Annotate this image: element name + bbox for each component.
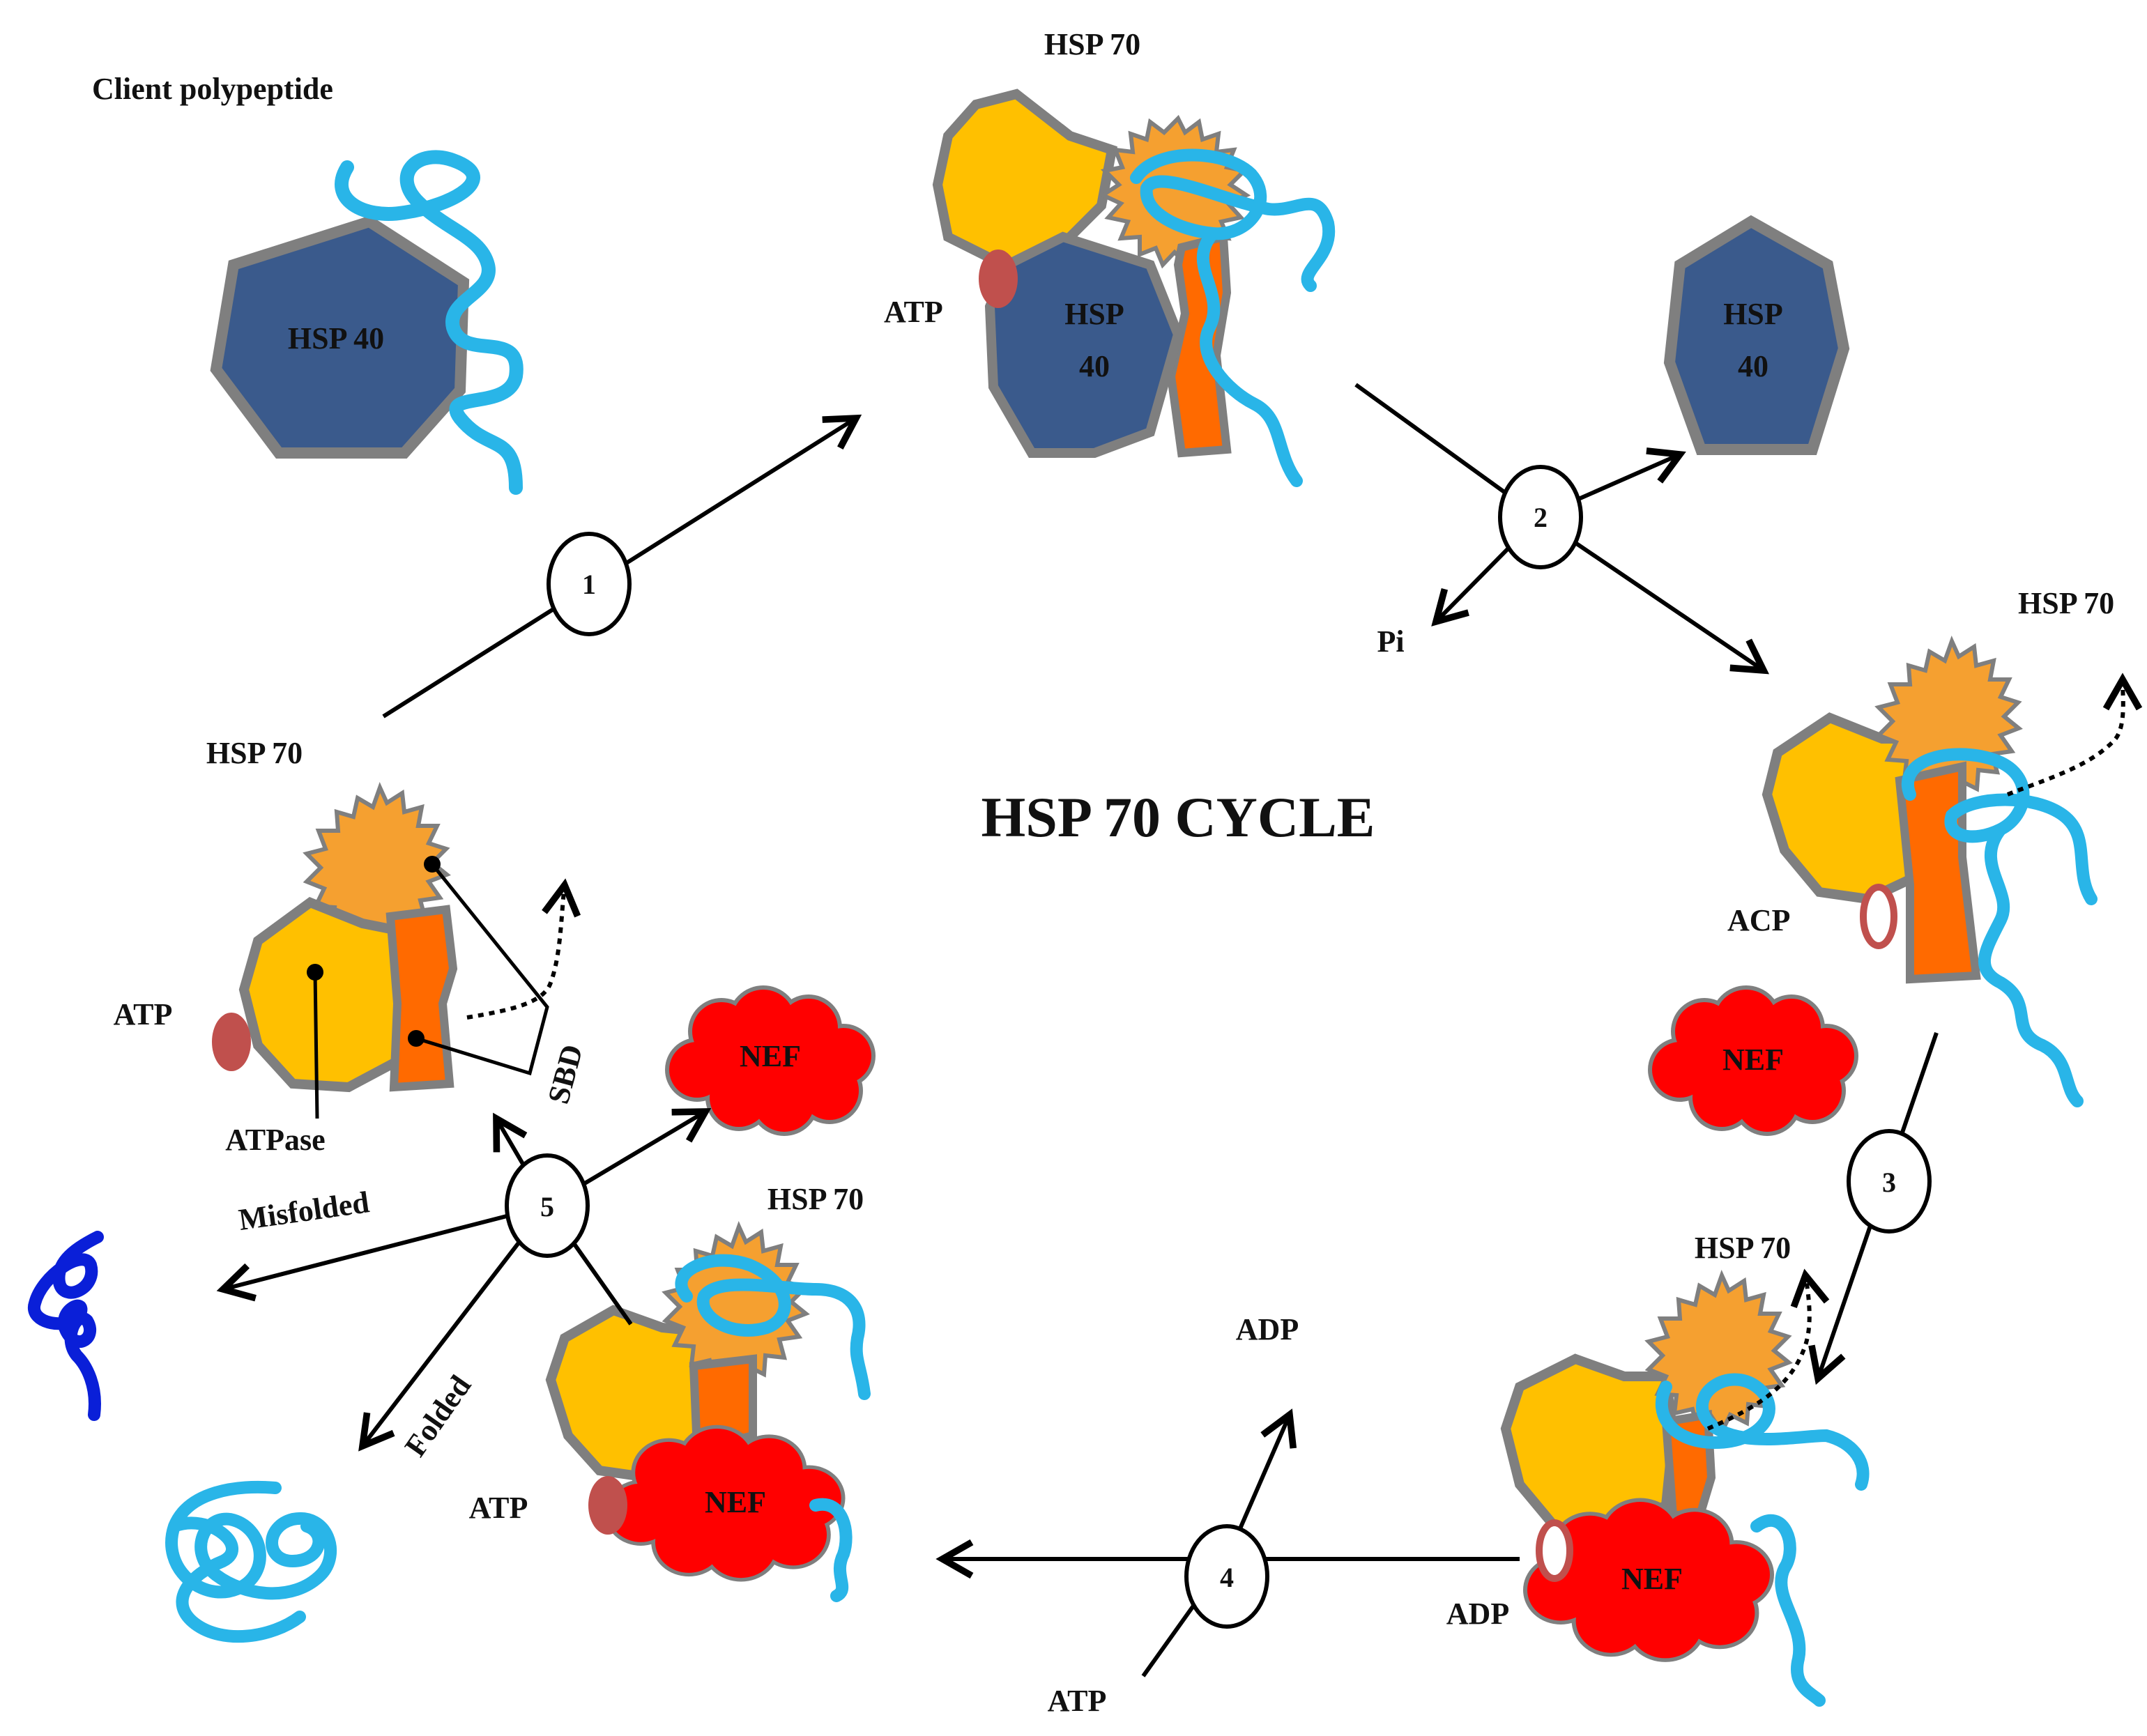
hsp40-complex-label-line1: HSP xyxy=(1064,297,1124,331)
step-circle-1 xyxy=(547,532,632,636)
atp-label-bottom-left: ATP xyxy=(469,1491,528,1525)
nef-label-right: NEF xyxy=(1722,1043,1784,1077)
hsp70-adp-complex xyxy=(1762,636,2098,1107)
step-circle-2 xyxy=(1498,465,1583,569)
atp-marker-left xyxy=(212,1013,251,1071)
adp-marker-ring xyxy=(1536,1519,1573,1582)
atp-label-bottom: ATP xyxy=(1048,1684,1107,1718)
pi-label: Pi xyxy=(1377,624,1404,659)
atpase-pointer-line xyxy=(313,971,319,1119)
nef-label-bottom-right: NEF xyxy=(1621,1562,1683,1596)
hsp70-label-bottom-left: HSP 70 xyxy=(767,1182,864,1216)
hsp70-free-annotated xyxy=(212,782,581,1119)
nef-label-left: NEF xyxy=(740,1039,801,1073)
hsp40-label: HSP 40 xyxy=(288,321,384,355)
misfolded-label: Misfolded xyxy=(236,1185,371,1237)
atp-marker-bl xyxy=(588,1476,627,1535)
step-circle-4 xyxy=(1184,1524,1269,1629)
atp-marker xyxy=(979,249,1018,308)
client-polypeptide-chain xyxy=(335,150,524,495)
hsp40-complex-label-line2: 40 xyxy=(1079,349,1110,383)
step-circle-3 xyxy=(1847,1129,1932,1234)
client-chain-bl xyxy=(675,1254,871,1602)
nef-label-bottom-left: NEF xyxy=(705,1485,766,1519)
atp-label-left: ATP xyxy=(114,997,173,1031)
arrow-step5-misfolded xyxy=(216,1204,548,1302)
step-number-3: 3 xyxy=(1882,1167,1896,1198)
hsp40-released-heptagon xyxy=(1663,215,1850,455)
hsp70-exit-dotted-arrow-br xyxy=(1706,1268,1830,1431)
atp-label-top: ATP xyxy=(884,295,943,329)
hsp70-nef-adp-complex xyxy=(1500,1270,1870,1707)
arrow-step5-folded xyxy=(358,1204,549,1452)
adp-label-complex: ADP xyxy=(1446,1597,1509,1631)
hsp70-label-left: HSP 70 xyxy=(206,736,303,770)
hsp70-hsp40-client-complex: HSP 40 xyxy=(932,89,1336,487)
hsp40-released-label-line1: HSP xyxy=(1723,297,1783,331)
client-chain xyxy=(1130,148,1336,487)
hsp70-exit-dotted-arrow-left xyxy=(466,878,581,1020)
hsp70-label-right: HSP 70 xyxy=(2018,586,2114,620)
sbd-label: SBD xyxy=(541,1041,589,1107)
hsp70-exit-dotted-arrow-right xyxy=(2006,673,2143,797)
acp-marker-ring xyxy=(1860,884,1897,949)
folded-chain xyxy=(165,1480,337,1643)
client-chain-right xyxy=(1902,748,2098,1107)
misfolded-chain xyxy=(27,1231,104,1421)
hsp70-label-top: HSP 70 xyxy=(1044,27,1140,61)
step-number-5: 5 xyxy=(540,1191,554,1222)
step-circle-5 xyxy=(505,1153,590,1258)
step-number-2: 2 xyxy=(1534,502,1548,533)
cycle-title: HSP 70 CYCLE xyxy=(981,785,1375,849)
atpase-label: ATPase xyxy=(225,1123,325,1157)
atpase-domain-left xyxy=(238,897,413,1093)
hsp70-label-bottom-right: HSP 70 xyxy=(1695,1231,1791,1265)
hsp70-nef-atp-complex xyxy=(545,1221,871,1602)
adp-label-released: ADP xyxy=(1236,1312,1299,1346)
step-number-1: 1 xyxy=(582,569,596,600)
hsp40-in-complex xyxy=(984,231,1184,458)
released-hsp40: HSP 40 xyxy=(1663,215,1850,455)
sbd-pointer-lines xyxy=(415,863,549,1076)
client-polypeptide-label: Client polypeptide xyxy=(92,72,333,106)
hsp40-released-label-line2: 40 xyxy=(1738,349,1768,383)
step-number-4: 4 xyxy=(1220,1562,1234,1593)
hsp40-with-client: HSP 40 xyxy=(210,150,524,495)
client-chain-br xyxy=(1655,1373,1870,1707)
arrow-step2-out xyxy=(1539,517,1770,675)
sbd-base-left xyxy=(385,905,458,1092)
acp-label: ACP xyxy=(1727,903,1790,937)
